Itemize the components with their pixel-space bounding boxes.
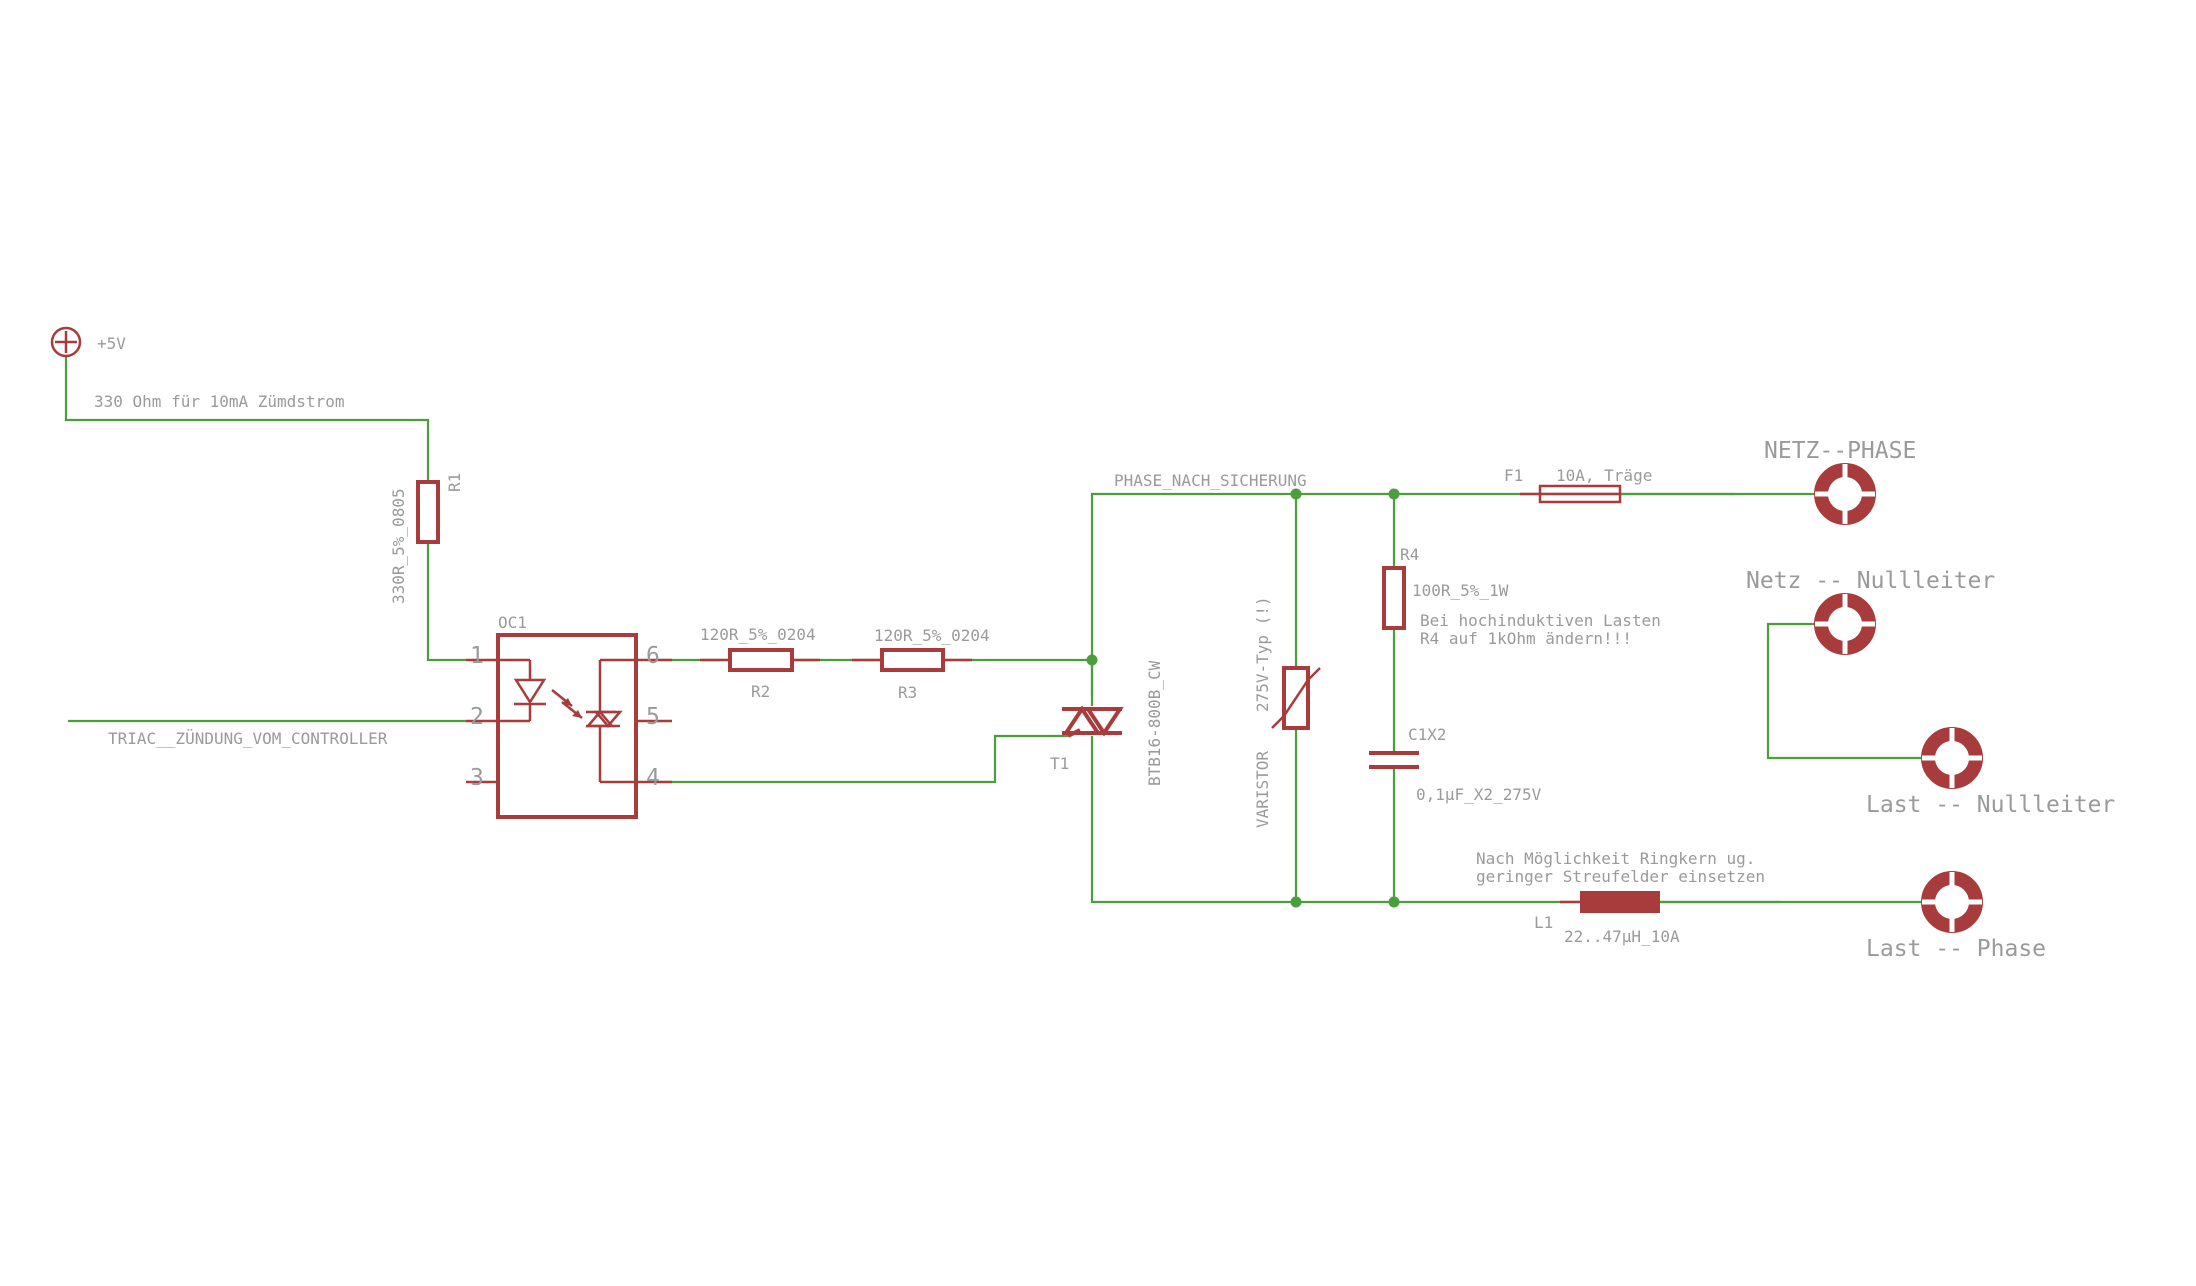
oc1-pin-6: 6 bbox=[646, 643, 660, 669]
capacitor-c1: C1X2 0,1µF_X2_275V bbox=[1369, 725, 1542, 804]
terminal-netz-null-label: Netz -- Nullleiter bbox=[1746, 568, 1995, 594]
optocoupler-oc1: OC1 1 2 3 4 5 6 bbox=[466, 613, 672, 819]
oc1-pin-2: 2 bbox=[470, 704, 484, 730]
resistor-r4: R4 100R_5%_1W Bei hochinduktiven Lasten … bbox=[1382, 545, 1661, 648]
supply-note: 330 Ohm für 10mA Zümdstrom bbox=[94, 392, 344, 411]
oc1-pin-5: 5 bbox=[646, 704, 660, 730]
r4-ref: R4 bbox=[1400, 545, 1419, 564]
l1-value: 22..47µH_10A bbox=[1564, 927, 1680, 946]
r4-note-1: Bei hochinduktiven Lasten bbox=[1420, 611, 1661, 630]
varistor-icon bbox=[1271, 667, 1321, 729]
f1-value: 10A, Träge bbox=[1556, 466, 1652, 485]
oc1-body bbox=[496, 633, 638, 819]
junction-bottom-snubber bbox=[1388, 896, 1400, 908]
wire-triac-a2-to-bottom-rail bbox=[1090, 736, 1780, 904]
r3-ref: R3 bbox=[898, 683, 917, 702]
net-label-phase: PHASE_NACH_SICHERUNG bbox=[1114, 471, 1307, 490]
varistor: VARISTOR 275V-Typ (!) bbox=[1253, 596, 1321, 828]
l1-ref: L1 bbox=[1534, 913, 1553, 932]
r4-note-2: R4 auf 1kOhm ändern!!! bbox=[1420, 629, 1632, 648]
terminal-last-phase[interactable]: Last -- Phase bbox=[1866, 871, 2046, 962]
terminal-netz-phase-label: NETZ--PHASE bbox=[1764, 438, 1916, 464]
junctions bbox=[1086, 488, 1400, 908]
r2-value: 120R_5%_0204 bbox=[700, 625, 816, 644]
wire-pin4-to-gate bbox=[660, 734, 1068, 784]
terminal-last-null-label: Last -- Nullleiter bbox=[1866, 792, 2115, 818]
oc1-pin-4: 4 bbox=[646, 765, 660, 791]
r1-value: 330R_5%_0805 bbox=[389, 488, 408, 604]
terminal-netz-null[interactable]: Netz -- Nullleiter bbox=[1746, 568, 1995, 655]
r2-ref: R2 bbox=[751, 682, 770, 701]
oc1-ref: OC1 bbox=[498, 613, 527, 632]
t1-value: BTB16-800B_CW bbox=[1145, 660, 1164, 786]
resistor-r3: 120R_5%_0204 R3 bbox=[852, 626, 990, 702]
oc1-led-icon bbox=[513, 678, 547, 705]
terminal-last-null[interactable]: Last -- Nullleiter bbox=[1866, 727, 2115, 818]
l1-note-2: geringer Streufelder einsetzen bbox=[1476, 867, 1765, 886]
wire-5v-to-r1 bbox=[64, 356, 430, 482]
l1-inductor-icon bbox=[1580, 891, 1660, 913]
wire-neutral-through bbox=[1766, 622, 1952, 760]
f1-ref: F1 bbox=[1504, 466, 1523, 485]
r1-ref: R1 bbox=[445, 473, 464, 492]
terminal-netz-phase[interactable]: NETZ--PHASE bbox=[1764, 438, 1916, 525]
fuse-f1: F1 10A, Träge bbox=[1504, 466, 1652, 504]
t1-triac-icon bbox=[1062, 705, 1102, 735]
junction-gate-node bbox=[1086, 654, 1098, 666]
oc1-pin-3: 3 bbox=[470, 765, 484, 791]
c1-value: 0,1µF_X2_275V bbox=[1416, 785, 1542, 804]
resistor-r2: 120R_5%_0204 R2 bbox=[700, 625, 820, 701]
triac-t1: T1 BTB16-800B_CW bbox=[1050, 660, 1164, 786]
wires bbox=[64, 356, 1952, 904]
wire-r1-to-oc1-pin1 bbox=[426, 542, 466, 662]
r3-value: 120R_5%_0204 bbox=[874, 626, 990, 645]
terminal-last-phase-label: Last -- Phase bbox=[1866, 936, 2046, 962]
junction-bottom-varistor bbox=[1290, 896, 1302, 908]
c1-ref: C1X2 bbox=[1408, 725, 1447, 744]
junction-top-snubber bbox=[1388, 488, 1400, 500]
net-label-signal: TRIAC__ZÜNDUNG_VOM_CONTROLLER bbox=[108, 729, 388, 748]
junction-top-varistor bbox=[1290, 488, 1302, 500]
t1-ref: T1 bbox=[1050, 754, 1069, 773]
resistor-r1: R1 330R_5%_0805 bbox=[389, 473, 464, 604]
varistor-ref: VARISTOR bbox=[1253, 751, 1272, 828]
supply-5v: +5V 330 Ohm für 10mA Zümdstrom bbox=[50, 326, 344, 411]
inductor-l1: Nach Möglichkeit Ringkern ug. geringer S… bbox=[1476, 849, 1765, 946]
l1-note-1: Nach Möglichkeit Ringkern ug. bbox=[1476, 849, 1755, 868]
varistor-value: 275V-Typ (!) bbox=[1253, 596, 1272, 712]
r4-value: 100R_5%_1W bbox=[1412, 581, 1509, 600]
supply-label: +5V bbox=[97, 334, 126, 353]
oc1-pin-1: 1 bbox=[470, 643, 484, 669]
supply-plus-icon bbox=[50, 326, 82, 358]
